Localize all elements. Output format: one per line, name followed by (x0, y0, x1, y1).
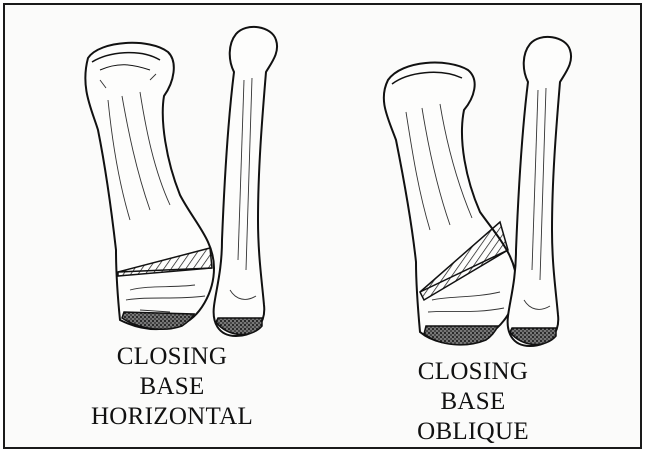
left-base-shading (122, 312, 194, 329)
caption-line: OBLIQUE (353, 417, 593, 447)
caption-closing-base-horizontal: CLOSING BASE HORIZONTAL (52, 342, 292, 432)
caption-line: BASE (353, 387, 593, 417)
caption-line: HORIZONTAL (52, 402, 292, 432)
right-base-shading (424, 326, 498, 345)
right-metatarsal (384, 63, 517, 344)
left-adjacent-bone (214, 27, 277, 336)
caption-closing-base-oblique: CLOSING BASE OBLIQUE (353, 357, 593, 447)
caption-line: CLOSING (52, 342, 292, 372)
right-adjacent-bone (508, 37, 571, 346)
caption-line: BASE (52, 372, 292, 402)
caption-line: CLOSING (353, 357, 593, 387)
